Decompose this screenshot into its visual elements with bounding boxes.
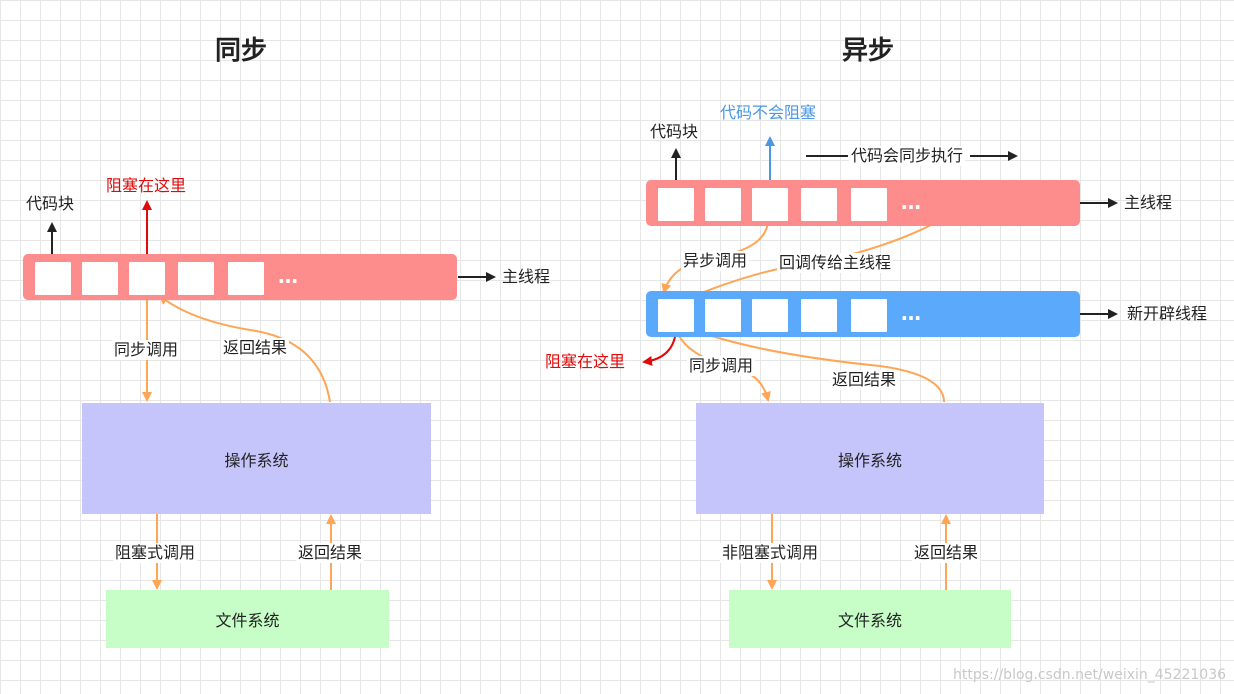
async-call-label: 异步调用 xyxy=(681,251,750,271)
sync-more-dots: … xyxy=(278,264,300,288)
sync-call-label: 同步调用 xyxy=(112,340,181,360)
async-return-arrow xyxy=(692,328,945,403)
async-main-dots: … xyxy=(901,190,923,214)
sync-fs-label: 文件系统 xyxy=(215,611,280,630)
async-os-label: 操作系统 xyxy=(837,450,902,470)
async-new-cell xyxy=(705,299,741,332)
sync-main-thread-label: 主线程 xyxy=(502,267,551,286)
async-main-cell xyxy=(705,188,741,221)
async-nonblock-label: 代码不会阻塞 xyxy=(720,103,817,122)
sync-title: 同步 xyxy=(215,36,268,66)
async-new-cell xyxy=(658,299,694,332)
async-callback-label: 回调传给主线程 xyxy=(777,253,894,273)
async-new-dots: … xyxy=(901,301,923,325)
async-new-thread-bar: … xyxy=(646,291,1080,337)
async-main-cell xyxy=(801,188,837,221)
sync-return-arrow xyxy=(158,294,331,403)
async-main-cell xyxy=(658,188,694,221)
async-os-box: 操作系统 xyxy=(696,403,1044,514)
sync-fs-return-label: 返回结果 xyxy=(296,543,365,563)
sync-blocked-label: 阻塞在这里 xyxy=(106,176,187,195)
sync-code-cell xyxy=(35,262,71,295)
sync-main-thread-bar: … xyxy=(23,254,457,300)
sync-code-cell xyxy=(178,262,214,295)
async-main-cell xyxy=(752,188,788,221)
sync-code-cell xyxy=(228,262,264,295)
async-new-thread-label: 新开辟线程 xyxy=(1127,304,1208,323)
async-title: 异步 xyxy=(842,36,895,66)
sync-blocking-call-label: 阻塞式调用 xyxy=(113,543,198,563)
sync-code-block-label: 代码块 xyxy=(26,194,75,213)
async-fs-box: 文件系统 xyxy=(729,590,1011,648)
async-sync-exec-label: 代码会同步执行 xyxy=(849,146,966,166)
async-main-thread-bar: … xyxy=(646,180,1080,226)
async-new-cell xyxy=(801,299,837,332)
async-blocked-label: 阻塞在这里 xyxy=(545,352,626,371)
sync-fs-box: 文件系统 xyxy=(106,590,389,648)
sync-code-cell xyxy=(82,262,118,295)
async-code-block-label: 代码块 xyxy=(650,122,699,141)
sync-code-cell xyxy=(129,262,165,295)
async-fs-label: 文件系统 xyxy=(837,611,902,630)
async-main-cell xyxy=(851,188,887,221)
async-return-label: 返回结果 xyxy=(830,370,899,390)
async-main-thread-label: 主线程 xyxy=(1124,193,1173,212)
async-nonblocking-call-label: 非阻塞式调用 xyxy=(720,543,821,563)
async-fs-return-label: 返回结果 xyxy=(912,543,981,563)
async-new-cell xyxy=(752,299,788,332)
sync-os-label: 操作系统 xyxy=(224,450,289,470)
sync-return-label: 返回结果 xyxy=(221,338,290,358)
async-sync-call-label: 同步调用 xyxy=(687,356,756,376)
async-new-cell xyxy=(851,299,887,332)
sync-os-box: 操作系统 xyxy=(82,403,431,514)
watermark: https://blog.csdn.net/weixin_45221036 xyxy=(953,667,1227,683)
